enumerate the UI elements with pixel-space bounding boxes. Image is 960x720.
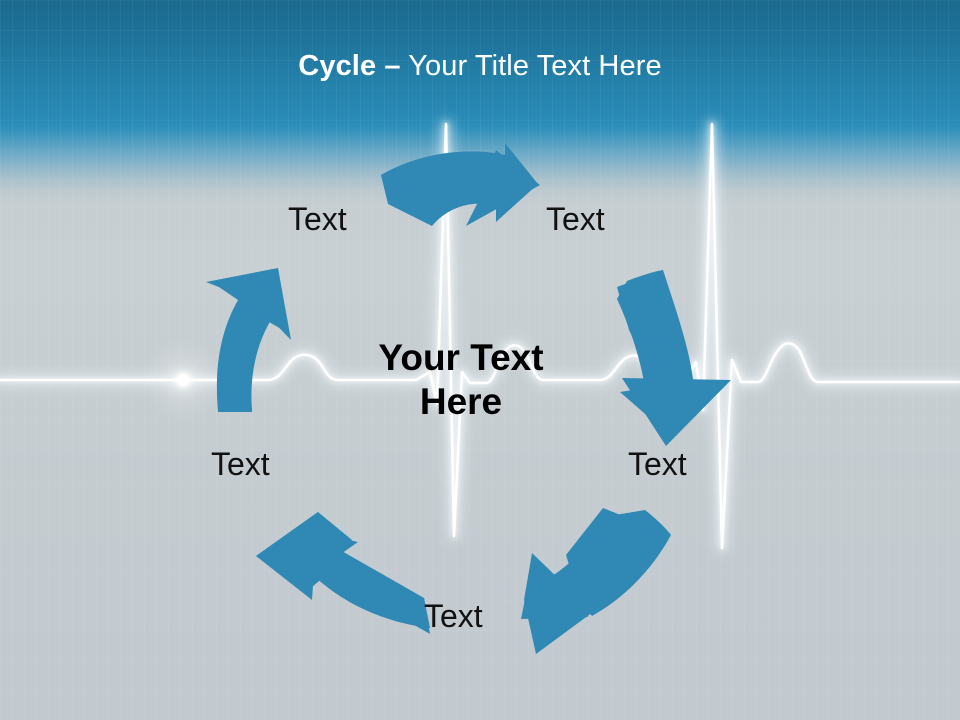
cycle-label-bottom[interactable]: Text xyxy=(424,598,483,634)
cycle-label-top-left[interactable]: Text xyxy=(288,201,347,237)
center-text-line-1: Your Text xyxy=(378,337,544,378)
cycle-label-right[interactable]: Text xyxy=(628,446,687,482)
arrow-left[interactable] xyxy=(206,268,291,412)
cycle-label-left[interactable]: Text xyxy=(211,446,270,482)
arrow-top[interactable] xyxy=(381,143,540,226)
arrow-right[interactable] xyxy=(617,270,731,446)
cycle-label-top-right[interactable]: Text xyxy=(546,201,605,237)
arrow-bottom-right[interactable] xyxy=(521,508,671,654)
slide-title-strong: Cycle – xyxy=(298,50,401,82)
slide-title-light: Your Title Text Here xyxy=(400,50,662,82)
center-text-line-2: Here xyxy=(419,380,503,422)
center-text-block: Your Text Here xyxy=(330,336,592,423)
arrow-bottom-left[interactable] xyxy=(256,512,430,634)
slide-title: Cycle – Your Title Text Here xyxy=(0,50,960,83)
